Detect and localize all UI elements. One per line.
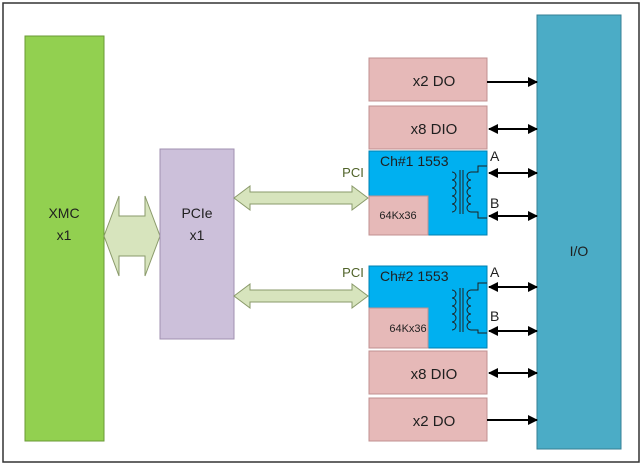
pci-bus-arrow-top-icon xyxy=(233,185,369,211)
pci-bus-arrow-bottom-icon xyxy=(233,283,369,309)
io-box xyxy=(536,14,622,450)
bottom-do-box xyxy=(368,397,488,442)
ch1-memory-box xyxy=(368,195,429,236)
ch2-bus-b-label: B xyxy=(490,308,499,324)
top-dio-box xyxy=(368,105,488,150)
bottom-do-label: x2 DO xyxy=(413,413,456,430)
pcie-box xyxy=(159,148,235,340)
ch2-title: Ch#2 1553 xyxy=(380,268,449,284)
ch1-title: Ch#1 1553 xyxy=(380,153,449,169)
io-block: I/O xyxy=(536,14,622,450)
xmc-box xyxy=(24,35,105,442)
ch2-bus-a-label: A xyxy=(490,264,500,280)
pcie-label-line2: x1 xyxy=(190,227,205,243)
bottom-dio-module: x8 DIO xyxy=(368,350,538,395)
ch2-memory-label: 64Kx36 xyxy=(389,323,426,335)
bottom-dio-box xyxy=(368,350,488,395)
pcie-block: PCIe x1 xyxy=(159,148,235,340)
bottom-dio-label: x8 DIO xyxy=(411,366,458,383)
ch1-memory-label: 64Kx36 xyxy=(379,210,416,222)
ch1-1553-module: Ch#1 1553 64Kx36 A B xyxy=(368,148,538,236)
ch1-transformer-coil-icon xyxy=(451,165,487,219)
ch2-1553-module: Ch#2 1553 64Kx36 A B xyxy=(368,264,538,349)
pci-label-top: PCI xyxy=(342,165,364,180)
xmc-pcie-double-arrow-icon xyxy=(103,195,161,277)
top-dio-label: x8 DIO xyxy=(411,121,458,138)
top-do-box xyxy=(368,57,488,102)
pci-label-bottom: PCI xyxy=(342,265,364,280)
top-do-module: x2 DO xyxy=(368,57,538,102)
ch2-memory-box xyxy=(368,307,429,349)
bottom-do-module: x2 DO xyxy=(368,397,538,442)
pcie-label-line1: PCIe xyxy=(181,205,212,221)
ch2-transformer-coil-icon xyxy=(451,282,487,334)
ch1-bus-b-label: B xyxy=(490,195,499,211)
top-dio-module: x8 DIO xyxy=(368,105,538,150)
top-do-label: x2 DO xyxy=(413,73,456,90)
xmc-label-line2: x1 xyxy=(57,227,72,243)
xmc-block: XMC x1 xyxy=(24,35,105,442)
ch1-bus-a-label: A xyxy=(490,148,500,164)
io-label: I/O xyxy=(570,243,589,259)
xmc-label-line1: XMC xyxy=(48,205,79,221)
